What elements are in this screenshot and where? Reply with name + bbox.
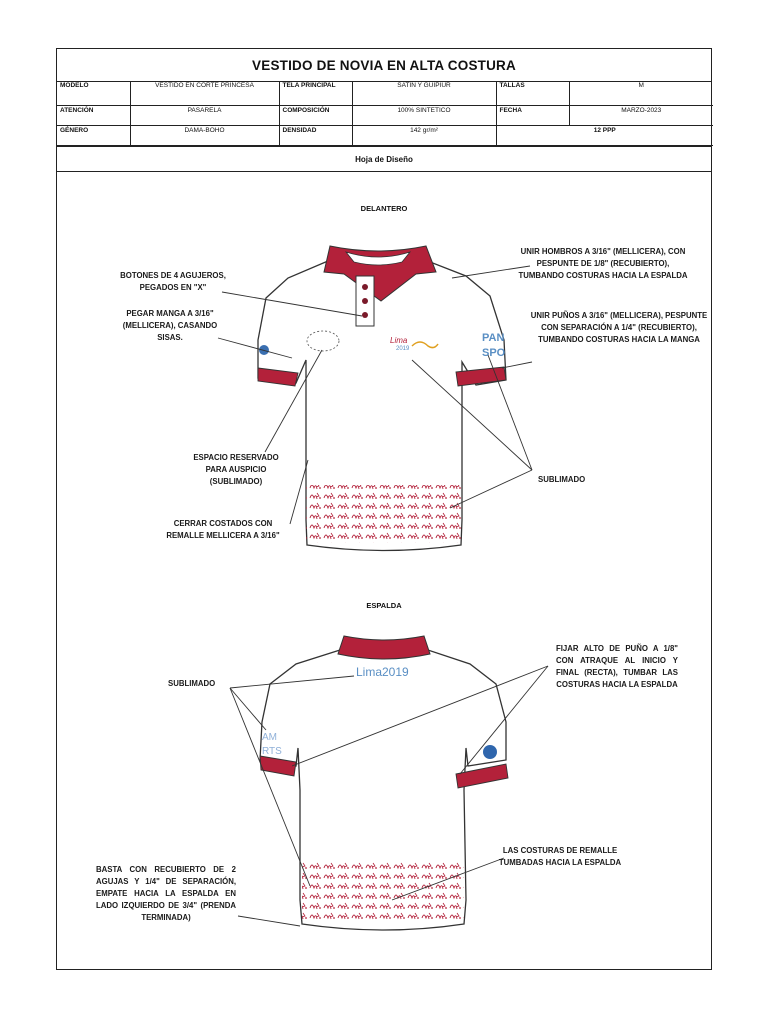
front-button [362,284,368,290]
label-tela: TELA PRINCIPAL [278,81,353,106]
value-genero: DAMA-BOHO [129,125,280,146]
leader-line-cuff-height-2 [459,665,549,775]
label-tallas: TALLAS [495,81,570,106]
leader-line-buttons [221,291,363,317]
note-shoulders: UNIR HOMBROS A 3/16" (MELLICERA), CON PE… [518,247,688,280]
back-sleeve-badge [483,745,497,759]
note-overlock: LAS COSTURAS DE REMALLE TUMBADAS HACIA L… [498,846,622,867]
front-right-cuff [455,366,507,387]
leader-line-overlock [391,857,505,901]
front-logo-text: Lima [390,336,408,345]
front-collar-inner [344,251,412,266]
design-sheet: VESTIDO DE NOVIA EN ALTA COSTURA MODELO … [56,48,713,970]
value-ppp: 12 PPP [495,125,713,146]
note-hem: BASTA CON RECUBIERTO DE 2 AGUJAS Y 1/4" … [96,865,236,922]
back-collar [337,635,431,660]
leader-line-sponsor [264,349,323,453]
note-cuffs: UNIR PUÑOS A 3/16" (MELLICERA), PESPUNTE… [530,311,708,344]
back-logo-text: Lima2019 [356,665,409,679]
front-print-band [306,485,462,543]
spec-row-model: MODELO VESTIDO EN CORTE PRINCESA TELA PR… [57,81,713,106]
leader-line-sublimated-2 [487,354,533,471]
note-sponsor-space: ESPACIO RESERVADO PARA AUSPICIO (SUBLIMA… [193,453,279,486]
leader-line-cuff-height-1 [291,665,549,767]
note-side-seams: CERRAR COSTADOS CON REMALLE MELLICERA A … [166,519,280,540]
leader-line-back-sublimated-1 [229,687,267,731]
note-buttons: BOTONES DE 4 AGUJEROS, PEGADOS EN "X" [120,271,226,292]
back-sleeve-text-1: AM [262,732,277,743]
leader-line-sublimated-3 [449,469,533,509]
leader-line-sleeve [217,337,293,359]
leader-line-shoulders [451,265,531,279]
label-modelo: MODELO [57,81,131,106]
front-view-label: DELANTERO [360,204,408,213]
leader-lines [217,265,549,927]
front-left-cuff [257,367,299,387]
front-logo-year: 2019 [396,346,410,352]
leader-line-cuffs [501,361,533,369]
note-back-sublimated: SUBLIMADO [168,679,216,688]
sponsor-space [306,330,340,352]
front-button [362,312,368,318]
front-button [362,298,368,304]
front-sleeve-text-1: PAN [482,332,504,344]
front-polo: Lima 2019 PAN SPO [257,245,507,552]
front-sleeve-text-2: SPO [482,347,506,359]
spec-table: MODELO VESTIDO EN CORTE PRINCESA TELA PR… [57,81,713,146]
back-view-label: ESPALDA [366,601,402,610]
leader-line-sides [289,459,309,525]
back-right-cuff [455,763,509,789]
back-polo: Lima2019 AM RTS [259,635,509,931]
spec-row-attention: ATENCIÓN PASARELA COMPOSICIÓN 100% SINTE… [57,105,713,126]
front-logo-swash [411,341,439,349]
back-left-cuff [259,755,297,777]
back-print-band [302,862,464,920]
note-cuff-height: FIJAR ALTO DE PUÑO A 1/8" CON ATRAQUE AL… [556,644,678,689]
leader-line-sublimated-1 [411,359,533,471]
leader-line-back-sublimated-3 [229,675,355,689]
leader-line-back-sublimated-2 [229,687,311,887]
back-sleeve-text-2: RTS [262,746,282,757]
value-modelo: VESTIDO EN CORTE PRINCESA [129,81,280,106]
spec-row-gender: GÉNERO DAMA-BOHO DENSIDAD 142 gr/m² 12 P… [57,125,713,146]
note-front-sublimated: SUBLIMADO [538,475,586,484]
section-title: Hoja de Diseño [57,146,711,172]
leader-line-hem [237,915,301,927]
note-sleeve-join: PEGAR MANGA A 3/16" (MELLICERA), CASANDO… [122,309,218,342]
